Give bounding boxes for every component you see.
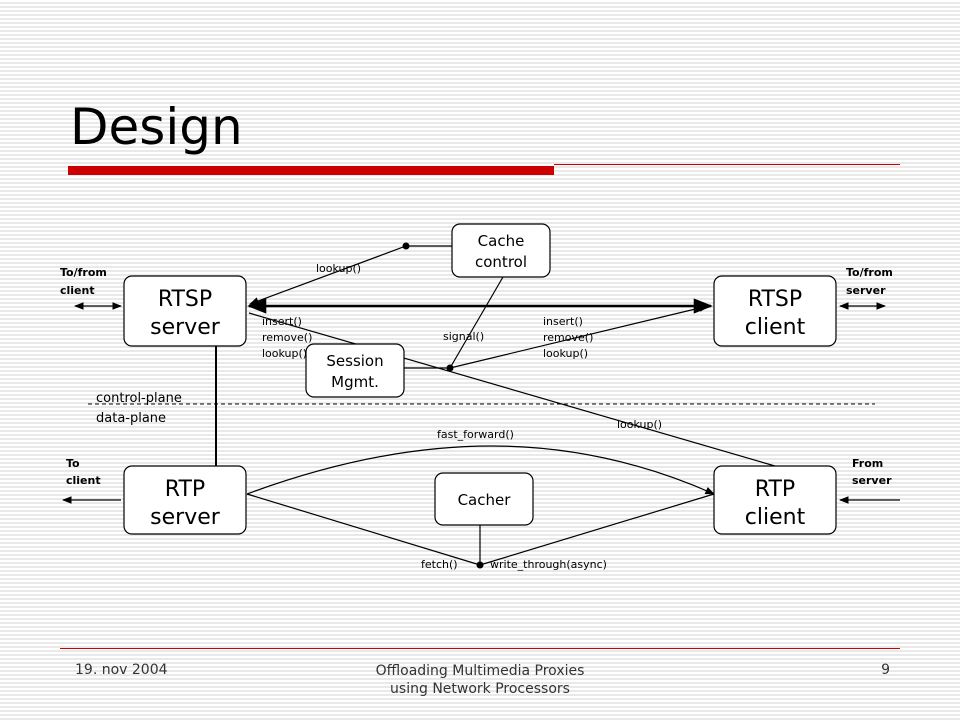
cache-junction-dot <box>402 242 410 250</box>
cacher-junction-dot <box>476 561 484 569</box>
footer-title: Offloading Multimedia Proxies using Netw… <box>300 662 660 698</box>
cacher-box: Cacher <box>434 472 534 526</box>
svg-text:client: client <box>745 505 806 530</box>
rtp-client-label-2: client <box>745 505 806 530</box>
rtp-server-box: RTP server <box>123 465 247 535</box>
fast-forward-path <box>246 445 715 495</box>
session-mgmt-label-1: Session <box>326 352 383 370</box>
svg-text:remove(): remove() <box>262 331 312 344</box>
footer-date: 19. nov 2004 <box>75 662 168 678</box>
session-op-right-lookup: lookup() <box>543 347 588 360</box>
to-from-server-label-1: To/from <box>846 266 893 279</box>
svg-text:Cacher: Cacher <box>458 491 512 509</box>
rtp-client-label-1: RTP <box>755 477 795 502</box>
cache-control-label-1: Cache <box>478 232 525 250</box>
rtsp-server-label-2: server <box>150 315 221 340</box>
svg-text:To: To <box>66 457 80 470</box>
rtp-client-write-link <box>479 493 715 566</box>
footer-title-line-1: Offloading Multimedia Proxies <box>375 663 585 679</box>
session-junction-dot <box>446 364 454 372</box>
session-op-right-remove: remove() <box>543 331 593 344</box>
data-plane-label: data-plane <box>96 411 166 426</box>
to-client-label-2: client <box>66 474 101 487</box>
svg-text:server: server <box>150 315 221 340</box>
to-from-client-label-1: To/from <box>60 266 107 279</box>
cache-control-label-2: control <box>475 253 527 271</box>
rtsp-server-rtp-client-link <box>248 312 776 467</box>
svg-text:fast_forward(): fast_forward() <box>437 428 514 441</box>
svg-text:Session: Session <box>326 352 383 370</box>
svg-text:signal(): signal() <box>443 330 484 343</box>
from-server-label-2: server <box>852 474 892 487</box>
to-from-client-label-2: client <box>60 284 95 297</box>
svg-text:remove(): remove() <box>543 331 593 344</box>
svg-text:control-plane: control-plane <box>96 391 182 406</box>
session-op-right-insert: insert() <box>543 315 583 328</box>
rtp-server-label-2: server <box>150 505 221 530</box>
fetch-label: fetch() <box>421 558 458 571</box>
page-number: 9 <box>881 662 890 678</box>
lookup-cache-label: lookup() <box>316 262 361 275</box>
to-from-server-label-2: server <box>846 284 886 297</box>
cache-control-box: Cache control <box>451 223 551 278</box>
rtsp-client-label-2: client <box>745 315 806 340</box>
rtsp-client-label-1: RTSP <box>748 287 802 312</box>
signal-label: signal() <box>443 330 484 343</box>
footer-title-line-2: using Network Processors <box>390 681 570 697</box>
slide-title: Design <box>70 98 243 156</box>
cacher-label: Cacher <box>458 491 512 509</box>
svg-text:lookup(): lookup() <box>543 347 588 360</box>
lookup-rtp-label: lookup() <box>617 418 662 431</box>
svg-text:fetch(): fetch() <box>421 558 458 571</box>
session-op-left-remove: remove() <box>262 331 312 344</box>
session-mgmt-box: Session Mgmt. <box>305 343 405 398</box>
svg-text:client: client <box>66 474 101 487</box>
svg-text:data-plane: data-plane <box>96 411 166 426</box>
svg-text:lookup(): lookup() <box>262 347 307 360</box>
svg-text:control: control <box>475 253 527 271</box>
rtsp-client-box: RTSP client <box>713 275 837 347</box>
rtp-client-box: RTP client <box>713 465 837 535</box>
from-server-label-1: From <box>852 457 883 470</box>
svg-text:server: server <box>852 474 892 487</box>
svg-text:RTSP: RTSP <box>748 287 802 312</box>
fast-forward-label: fast_forward() <box>437 428 514 441</box>
svg-text:From: From <box>852 457 883 470</box>
control-plane-label: control-plane <box>96 391 182 406</box>
rtp-server-label-1: RTP <box>165 477 205 502</box>
svg-text:Mgmt.: Mgmt. <box>331 373 379 391</box>
svg-text:RTP: RTP <box>165 477 205 502</box>
rtsp-server-box: RTSP server <box>123 275 247 347</box>
write-through-label: write_through(async) <box>490 558 607 571</box>
junction-dots <box>402 242 484 569</box>
svg-text:Cache: Cache <box>478 232 525 250</box>
svg-text:insert(): insert() <box>262 315 302 328</box>
svg-text:lookup(): lookup() <box>316 262 361 275</box>
svg-text:To/from: To/from <box>846 266 893 279</box>
rtsp-server-cache-link <box>249 245 452 305</box>
session-op-left-lookup: lookup() <box>262 347 307 360</box>
title-accent-line <box>554 164 900 165</box>
rtp-server-fetch-link <box>246 493 481 566</box>
svg-text:client: client <box>745 315 806 340</box>
footer-divider <box>60 648 900 649</box>
svg-text:write_through(async): write_through(async) <box>490 558 607 571</box>
svg-text:server: server <box>846 284 886 297</box>
svg-text:insert(): insert() <box>543 315 583 328</box>
svg-text:client: client <box>60 284 95 297</box>
svg-text:To/from: To/from <box>60 266 107 279</box>
svg-text:RTSP: RTSP <box>158 287 212 312</box>
svg-text:lookup(): lookup() <box>617 418 662 431</box>
title-accent-bar <box>68 166 554 175</box>
rtsp-server-label-1: RTSP <box>158 287 212 312</box>
cache-signal-link <box>449 276 504 369</box>
svg-text:server: server <box>150 505 221 530</box>
session-op-left-insert: insert() <box>262 315 302 328</box>
session-mgmt-label-2: Mgmt. <box>331 373 379 391</box>
to-client-label-1: To <box>66 457 80 470</box>
svg-text:RTP: RTP <box>755 477 795 502</box>
